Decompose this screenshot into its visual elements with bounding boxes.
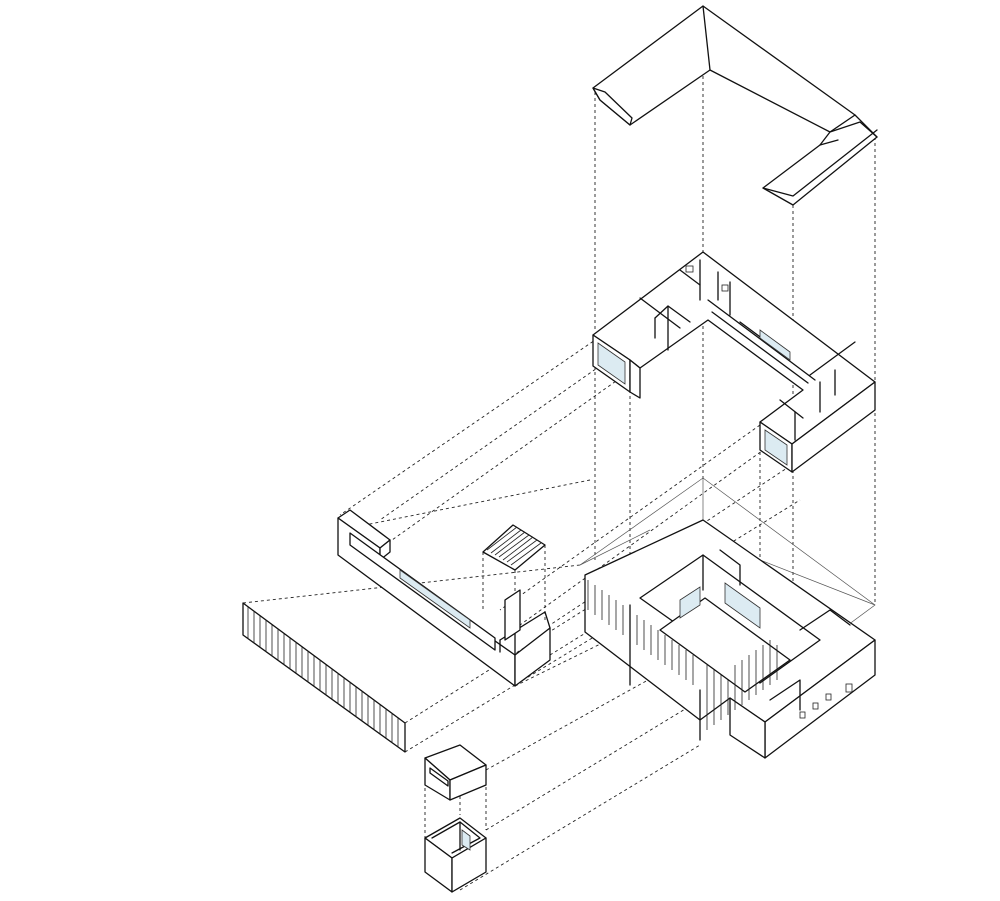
ground-screen: [587, 580, 778, 730]
chimney: [482, 524, 546, 571]
upper-floor: [592, 251, 876, 473]
slatted-screen-wall: [242, 602, 406, 753]
screen-slats: [247, 607, 399, 747]
garden-pavilion: [424, 744, 487, 893]
entrance-wing: [337, 509, 551, 687]
chimney-hatch: [486, 526, 542, 566]
roof: [592, 5, 878, 206]
ground-floor: [579, 477, 876, 759]
